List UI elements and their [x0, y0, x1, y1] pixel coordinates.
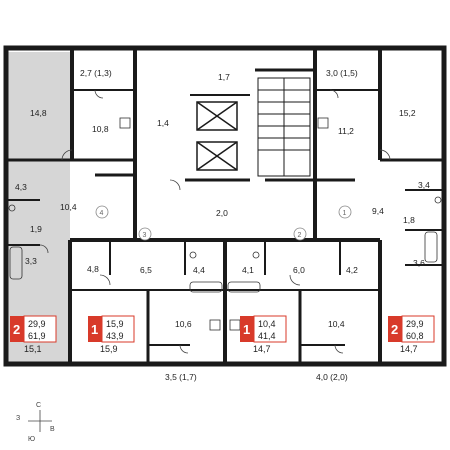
room-area: 4,8: [87, 264, 99, 274]
room-area: 2,0: [216, 208, 228, 218]
svg-text:2: 2: [298, 232, 302, 239]
room-area: 9,4: [372, 206, 384, 216]
toilet: [189, 251, 197, 259]
apartment-area: 15,9: [100, 344, 118, 354]
room-area: 3,3: [25, 256, 37, 266]
bathtub: [227, 281, 261, 293]
fixtures: [8, 117, 442, 331]
compass-south: Ю: [28, 436, 35, 443]
svg-text:43,9: 43,9: [106, 331, 124, 341]
compass-east: В: [50, 426, 55, 433]
elevators: [196, 101, 238, 171]
room-area: 4,2: [346, 265, 358, 275]
room-area: 1,4: [157, 118, 169, 128]
room-area: 14,8: [30, 108, 47, 118]
room-area: 1,8: [403, 215, 415, 225]
apartment-badge[interactable]: 1 10,4 41,4: [240, 315, 287, 343]
svg-text:60,8: 60,8: [406, 331, 424, 341]
room-area: 10,4: [328, 319, 345, 329]
room-area: 6,0: [293, 265, 305, 275]
room-area: 10,4: [60, 202, 77, 212]
highlighted-apartment[interactable]: [8, 52, 70, 362]
staircase: [257, 77, 311, 177]
svg-text:2: 2: [13, 322, 20, 337]
svg-text:1: 1: [343, 210, 347, 217]
room-area: 4,1: [242, 265, 254, 275]
room-area: 4,3: [15, 182, 27, 192]
room-area: 4,0 (2,0): [316, 372, 348, 382]
svg-text:3: 3: [143, 232, 147, 239]
bathtub: [9, 246, 23, 280]
apartment-badge[interactable]: 2 29,9 61,9: [10, 315, 57, 343]
svg-text:1: 1: [91, 322, 98, 337]
bathtub: [189, 281, 223, 293]
room-area: 6,5: [140, 265, 152, 275]
apartment-badge[interactable]: 2 29,9 60,8: [388, 315, 435, 343]
stove: [317, 117, 329, 129]
compass-west: З: [16, 415, 20, 422]
stair-markers: 4 3 2 1: [95, 205, 352, 241]
room-area: 4,4: [193, 265, 205, 275]
stove: [119, 117, 131, 129]
svg-text:41,4: 41,4: [258, 331, 276, 341]
svg-text:10,4: 10,4: [258, 319, 276, 329]
room-area: 3,6: [413, 258, 425, 268]
stove: [229, 319, 241, 331]
room-area: 3,5 (1,7): [165, 372, 197, 382]
svg-text:29,9: 29,9: [406, 319, 424, 329]
stove: [209, 319, 221, 331]
doors: [39, 89, 391, 354]
toilet: [252, 251, 260, 259]
svg-text:2: 2: [391, 322, 398, 337]
room-area: 10,8: [92, 124, 109, 134]
compass: С Ю З В: [16, 402, 55, 443]
room-area: 2,7 (1,3): [80, 68, 112, 78]
toilet: [8, 204, 16, 212]
room-area: 1,9: [30, 224, 42, 234]
room-area: 10,6: [175, 319, 192, 329]
room-area: 11,2: [338, 126, 354, 136]
apartment-area: 14,7: [253, 344, 271, 354]
svg-text:29,9: 29,9: [28, 319, 46, 329]
room-area: 1,7: [218, 72, 230, 82]
svg-text:15,9: 15,9: [106, 319, 124, 329]
toilet: [434, 196, 442, 204]
room-area: 15,2: [399, 108, 416, 118]
apartment-area: 14,7: [400, 344, 418, 354]
svg-text:1: 1: [243, 322, 250, 337]
compass-north: С: [36, 402, 41, 409]
apartment-badge[interactable]: 1 15,9 43,9: [88, 315, 135, 343]
bathtub: [424, 231, 438, 263]
room-area: 3,0 (1,5): [326, 68, 358, 78]
svg-text:61,9: 61,9: [28, 331, 46, 341]
walls: [3, 45, 447, 367]
svg-text:4: 4: [100, 210, 104, 217]
room-area: 3,4: [418, 180, 430, 190]
apartment-area: 15,1: [24, 344, 42, 354]
